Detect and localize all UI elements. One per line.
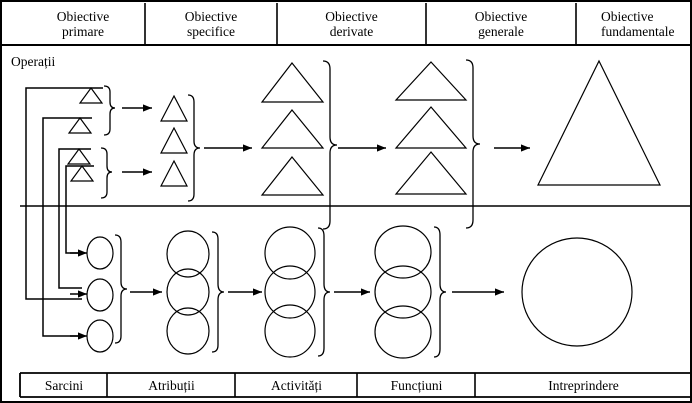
header-line-2: specifice (187, 24, 235, 39)
footer-cell-intreprindere: Intreprindere (548, 377, 619, 393)
circle-group-col5 (521, 237, 633, 347)
brace-circles-col3 (317, 227, 331, 357)
triangle-group-col3 (260, 62, 325, 196)
footer-cell-atributii: Atribuții (148, 377, 195, 393)
triangle (78, 86, 104, 104)
header-line-1: Obiective (601, 8, 654, 24)
footer-cell-activitati: Activități (271, 377, 322, 393)
circle (374, 225, 432, 279)
triangle (260, 109, 325, 149)
triangle (260, 62, 325, 103)
triangle (69, 164, 95, 182)
circle (166, 307, 210, 355)
connector-4 (65, 165, 94, 206)
circle (374, 265, 432, 319)
circle (86, 278, 114, 312)
header-line-2: primare (62, 24, 104, 39)
circle (166, 268, 210, 316)
header-line-2: derivate (329, 24, 374, 39)
header-line-2: fundamentale (601, 24, 675, 39)
circle-group-col4 (374, 225, 432, 359)
brace-col1-upper (103, 85, 116, 136)
connector-lines-top (25, 87, 103, 206)
brace-circles-col1 (114, 234, 128, 344)
triangle (160, 159, 188, 187)
header-cell-obiective-primare: Obiective primare (24, 4, 142, 44)
footer-dividers (106, 373, 476, 397)
circle (264, 226, 316, 280)
header-cell-obiective-fundamentale: Obiective fundamentale (577, 4, 692, 44)
circle (264, 304, 316, 358)
triangle-large (537, 59, 661, 186)
header-line-2: generale (478, 24, 524, 39)
circle (374, 305, 432, 359)
brace-circles-col4 (433, 226, 447, 358)
header-line-1: Obiective (474, 8, 528, 24)
header-line-1: Obiective (56, 8, 110, 24)
connector-3 (58, 148, 91, 206)
header-cell-obiective-derivate: Obiective derivate (278, 4, 425, 44)
circle-large (521, 237, 633, 347)
connector-1 (25, 87, 103, 206)
header-cell-obiective-specifice: Obiective specifice (146, 4, 276, 44)
header-cell-obiective-generale: Obiective generale (427, 4, 575, 44)
triangle-group-col2 (160, 94, 188, 187)
triangle (160, 94, 188, 122)
connector-2-down (42, 206, 82, 337)
circle (166, 230, 210, 278)
brace-col2 (187, 94, 201, 202)
brace-circles-col2 (211, 231, 225, 353)
connector-arrowheads (70, 249, 87, 340)
connector-4-down (65, 206, 82, 254)
triangle (66, 147, 92, 165)
circle-group-col1 (86, 236, 114, 353)
header-line-1: Obiective (184, 8, 238, 24)
triangle (160, 126, 188, 154)
connector-lines-bottom (25, 206, 82, 337)
circle-group-col2 (166, 230, 210, 355)
triangle (394, 61, 468, 101)
brace-col4 (465, 59, 481, 229)
circle (86, 319, 114, 353)
triangle-group-col4 (394, 61, 468, 195)
brace-col1-lower (100, 147, 113, 199)
footer-cell-sarcini: Sarcini (44, 377, 84, 393)
circle (264, 265, 316, 319)
triangle-group-col5 (537, 59, 661, 186)
triangle (260, 156, 325, 196)
circle-group-col3 (264, 226, 316, 358)
section-label-operatii: Operații (11, 54, 56, 69)
brace-col3 (322, 60, 338, 230)
circle (86, 236, 114, 270)
triangle-group-col1 (66, 86, 104, 182)
connector-1-down (25, 206, 82, 300)
footer-band (19, 372, 691, 398)
connector-2 (42, 117, 92, 206)
header-dividers (144, 3, 577, 44)
connector-3-down (58, 206, 82, 289)
footer-cell-functiuni: Funcțiuni (390, 377, 443, 393)
header-line-1: Obiective (325, 8, 378, 24)
triangle (394, 106, 468, 149)
triangle (394, 151, 468, 195)
triangle (67, 116, 93, 134)
